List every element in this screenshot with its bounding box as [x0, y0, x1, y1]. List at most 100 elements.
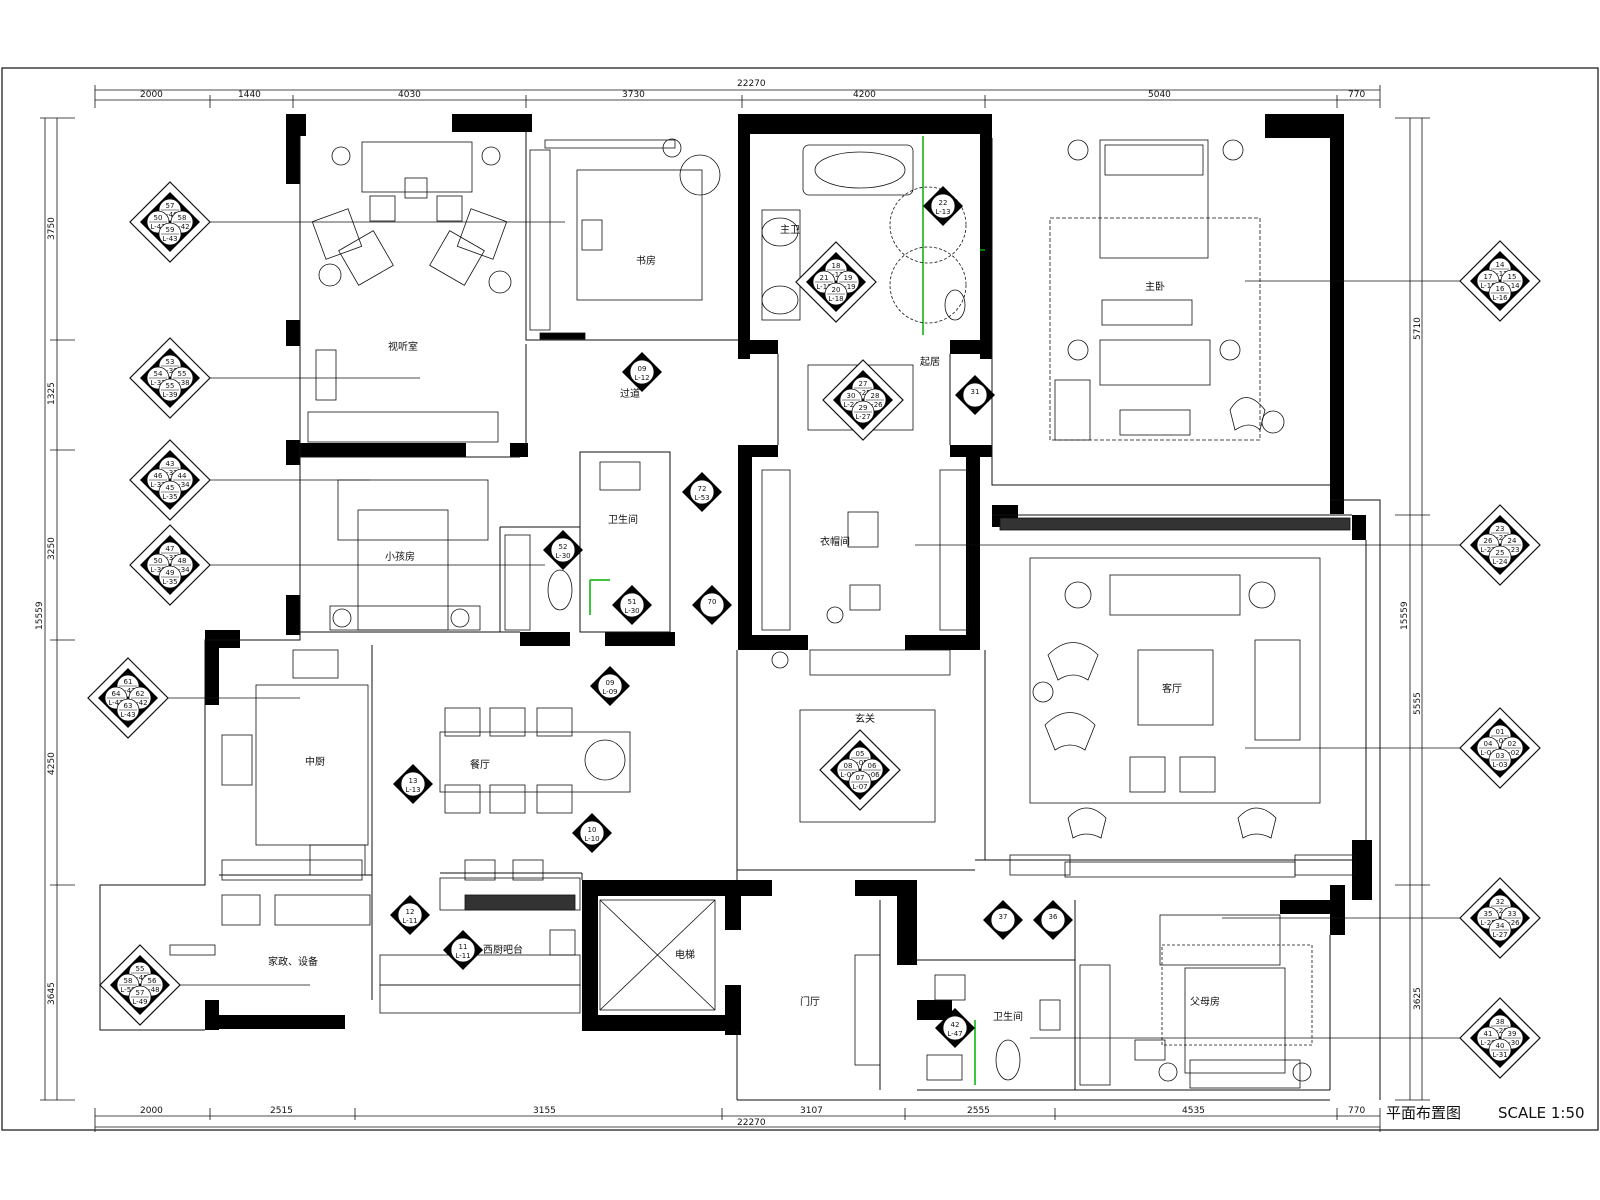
tag-sheet: L-34: [174, 481, 190, 489]
dim-top-7: 770: [1348, 90, 1365, 100]
tag-number: 20: [832, 286, 841, 294]
tag-number: 40: [1496, 1042, 1505, 1050]
tag-sheet: L-43: [120, 711, 135, 719]
section-marker-dining_13: 13L-13: [393, 764, 433, 804]
tag-number: 28: [871, 392, 880, 400]
section-marker-kids_51: 51L-30: [612, 585, 652, 625]
tag-sheet: L-04: [1480, 749, 1496, 757]
tag-sheet: L-41: [120, 687, 135, 695]
marker-sheet: L-12: [634, 374, 649, 382]
section-marker-bar_11: 11L-11: [443, 930, 483, 970]
tag-sheet: L-33: [162, 469, 177, 477]
label-elevator: 电梯: [675, 948, 695, 961]
tag-number: 07: [856, 774, 865, 782]
marker-number: 51: [628, 598, 637, 606]
tag-number: 53: [166, 358, 175, 366]
dim-top-5: 4200: [853, 90, 876, 100]
tag-inner: [140, 192, 200, 252]
tag-sheet: L-27: [1492, 931, 1507, 939]
tag-sheet: L-02: [1504, 749, 1519, 757]
tag-number: 57: [166, 202, 175, 210]
marker-circle: [400, 771, 426, 797]
marker-circle: [629, 359, 655, 385]
tag-sheet: L-14: [1504, 282, 1520, 290]
tag-sheet: L-30: [150, 566, 165, 574]
tag-number: 15: [1508, 273, 1517, 281]
tag-number: 56: [148, 977, 157, 985]
marker-circle: [550, 537, 576, 563]
tag-sheet: L-15: [1480, 282, 1495, 290]
label-dressing: 衣帽间: [820, 535, 850, 548]
furniture: [169, 138, 1356, 1089]
dim-top-6: 5040: [1148, 90, 1171, 100]
tag-sheet: L-59: [120, 986, 135, 994]
tag-sheet: L-24: [1492, 907, 1508, 915]
tag-sheet: L-23: [1504, 546, 1519, 554]
dim-bottom-5: 2555: [967, 1106, 990, 1116]
marker-circle: [397, 902, 423, 928]
tag-sheet: L-13: [1492, 270, 1507, 278]
walls: [205, 114, 1372, 1035]
marker-circle: [990, 907, 1016, 933]
marker-number: 70: [708, 598, 717, 606]
label-lounge: 起居: [920, 356, 940, 368]
section-marker-corridor_09: 09L-12: [622, 352, 662, 392]
label-foyer: 门厅: [800, 995, 820, 1008]
tag-number: 34: [1496, 922, 1505, 930]
tag-sheet: L-35: [162, 578, 177, 586]
tag-number: 55: [136, 965, 145, 973]
section-marker-parents_37: 37: [983, 900, 1023, 940]
tag-sheet: L-16: [816, 283, 832, 291]
section-marker-dining_10: 10L-10: [572, 813, 612, 853]
tag-sheet: L-42: [174, 223, 189, 231]
label-dining: 餐厅: [470, 758, 490, 771]
tag-number: 16: [1496, 285, 1505, 293]
marker-number: 13: [409, 777, 418, 785]
marker-number: 37: [999, 913, 1008, 921]
marker-sheet: L-09: [602, 688, 617, 696]
tag-inner: [1470, 515, 1530, 575]
label-av-room: 视听室: [388, 340, 418, 353]
tag-inner: [830, 740, 890, 800]
tag-number: 41: [1484, 1030, 1493, 1038]
tag-sheet: L-41: [150, 223, 165, 231]
tag-number: 03: [1496, 752, 1505, 760]
tag-sheet: L-16: [1492, 294, 1508, 302]
dim-top-4: 3730: [622, 90, 645, 100]
section-marker-bath3_42: 42L-47: [935, 1008, 975, 1048]
marker-number: 09: [606, 679, 615, 687]
section-markers: 22L-1309L-123172L-537052L-3051L-3009L-09…: [390, 186, 1073, 1048]
dim-right-1: 5710: [1413, 317, 1423, 340]
tag-number: 44: [178, 472, 187, 480]
tag-number: 43: [166, 460, 175, 468]
tag-number: 45: [166, 484, 175, 492]
tag-sheet: L-26: [1504, 919, 1520, 927]
label-bar: 西厨吧台: [483, 943, 523, 956]
drawing-border: [1, 67, 1599, 1131]
tag-number: 55: [166, 382, 175, 390]
tag-inner: [140, 535, 200, 595]
tag-sheet: L-25: [855, 389, 870, 397]
tag-number: 08: [844, 762, 853, 770]
dim-bottom-7: 770: [1348, 1106, 1365, 1116]
tag-sheet: L-05: [852, 759, 867, 767]
tag-number: 64: [112, 690, 121, 698]
marker-sheet: L-30: [555, 552, 570, 560]
label-kids-room: 小孩房: [385, 550, 415, 563]
section-marker-bath_22: 22L-13: [923, 186, 963, 226]
tag-number: 02: [1508, 740, 1517, 748]
marker-number: 31: [971, 388, 980, 396]
tag-sheet: L-01: [1492, 737, 1507, 745]
marker-sheet: L-13: [935, 208, 950, 216]
tag-sheet: L-34: [174, 566, 190, 574]
tag-sheet: L-42: [132, 699, 147, 707]
tag-sheet: L-40: [162, 211, 177, 219]
tag-sheet: L-18: [828, 295, 843, 303]
